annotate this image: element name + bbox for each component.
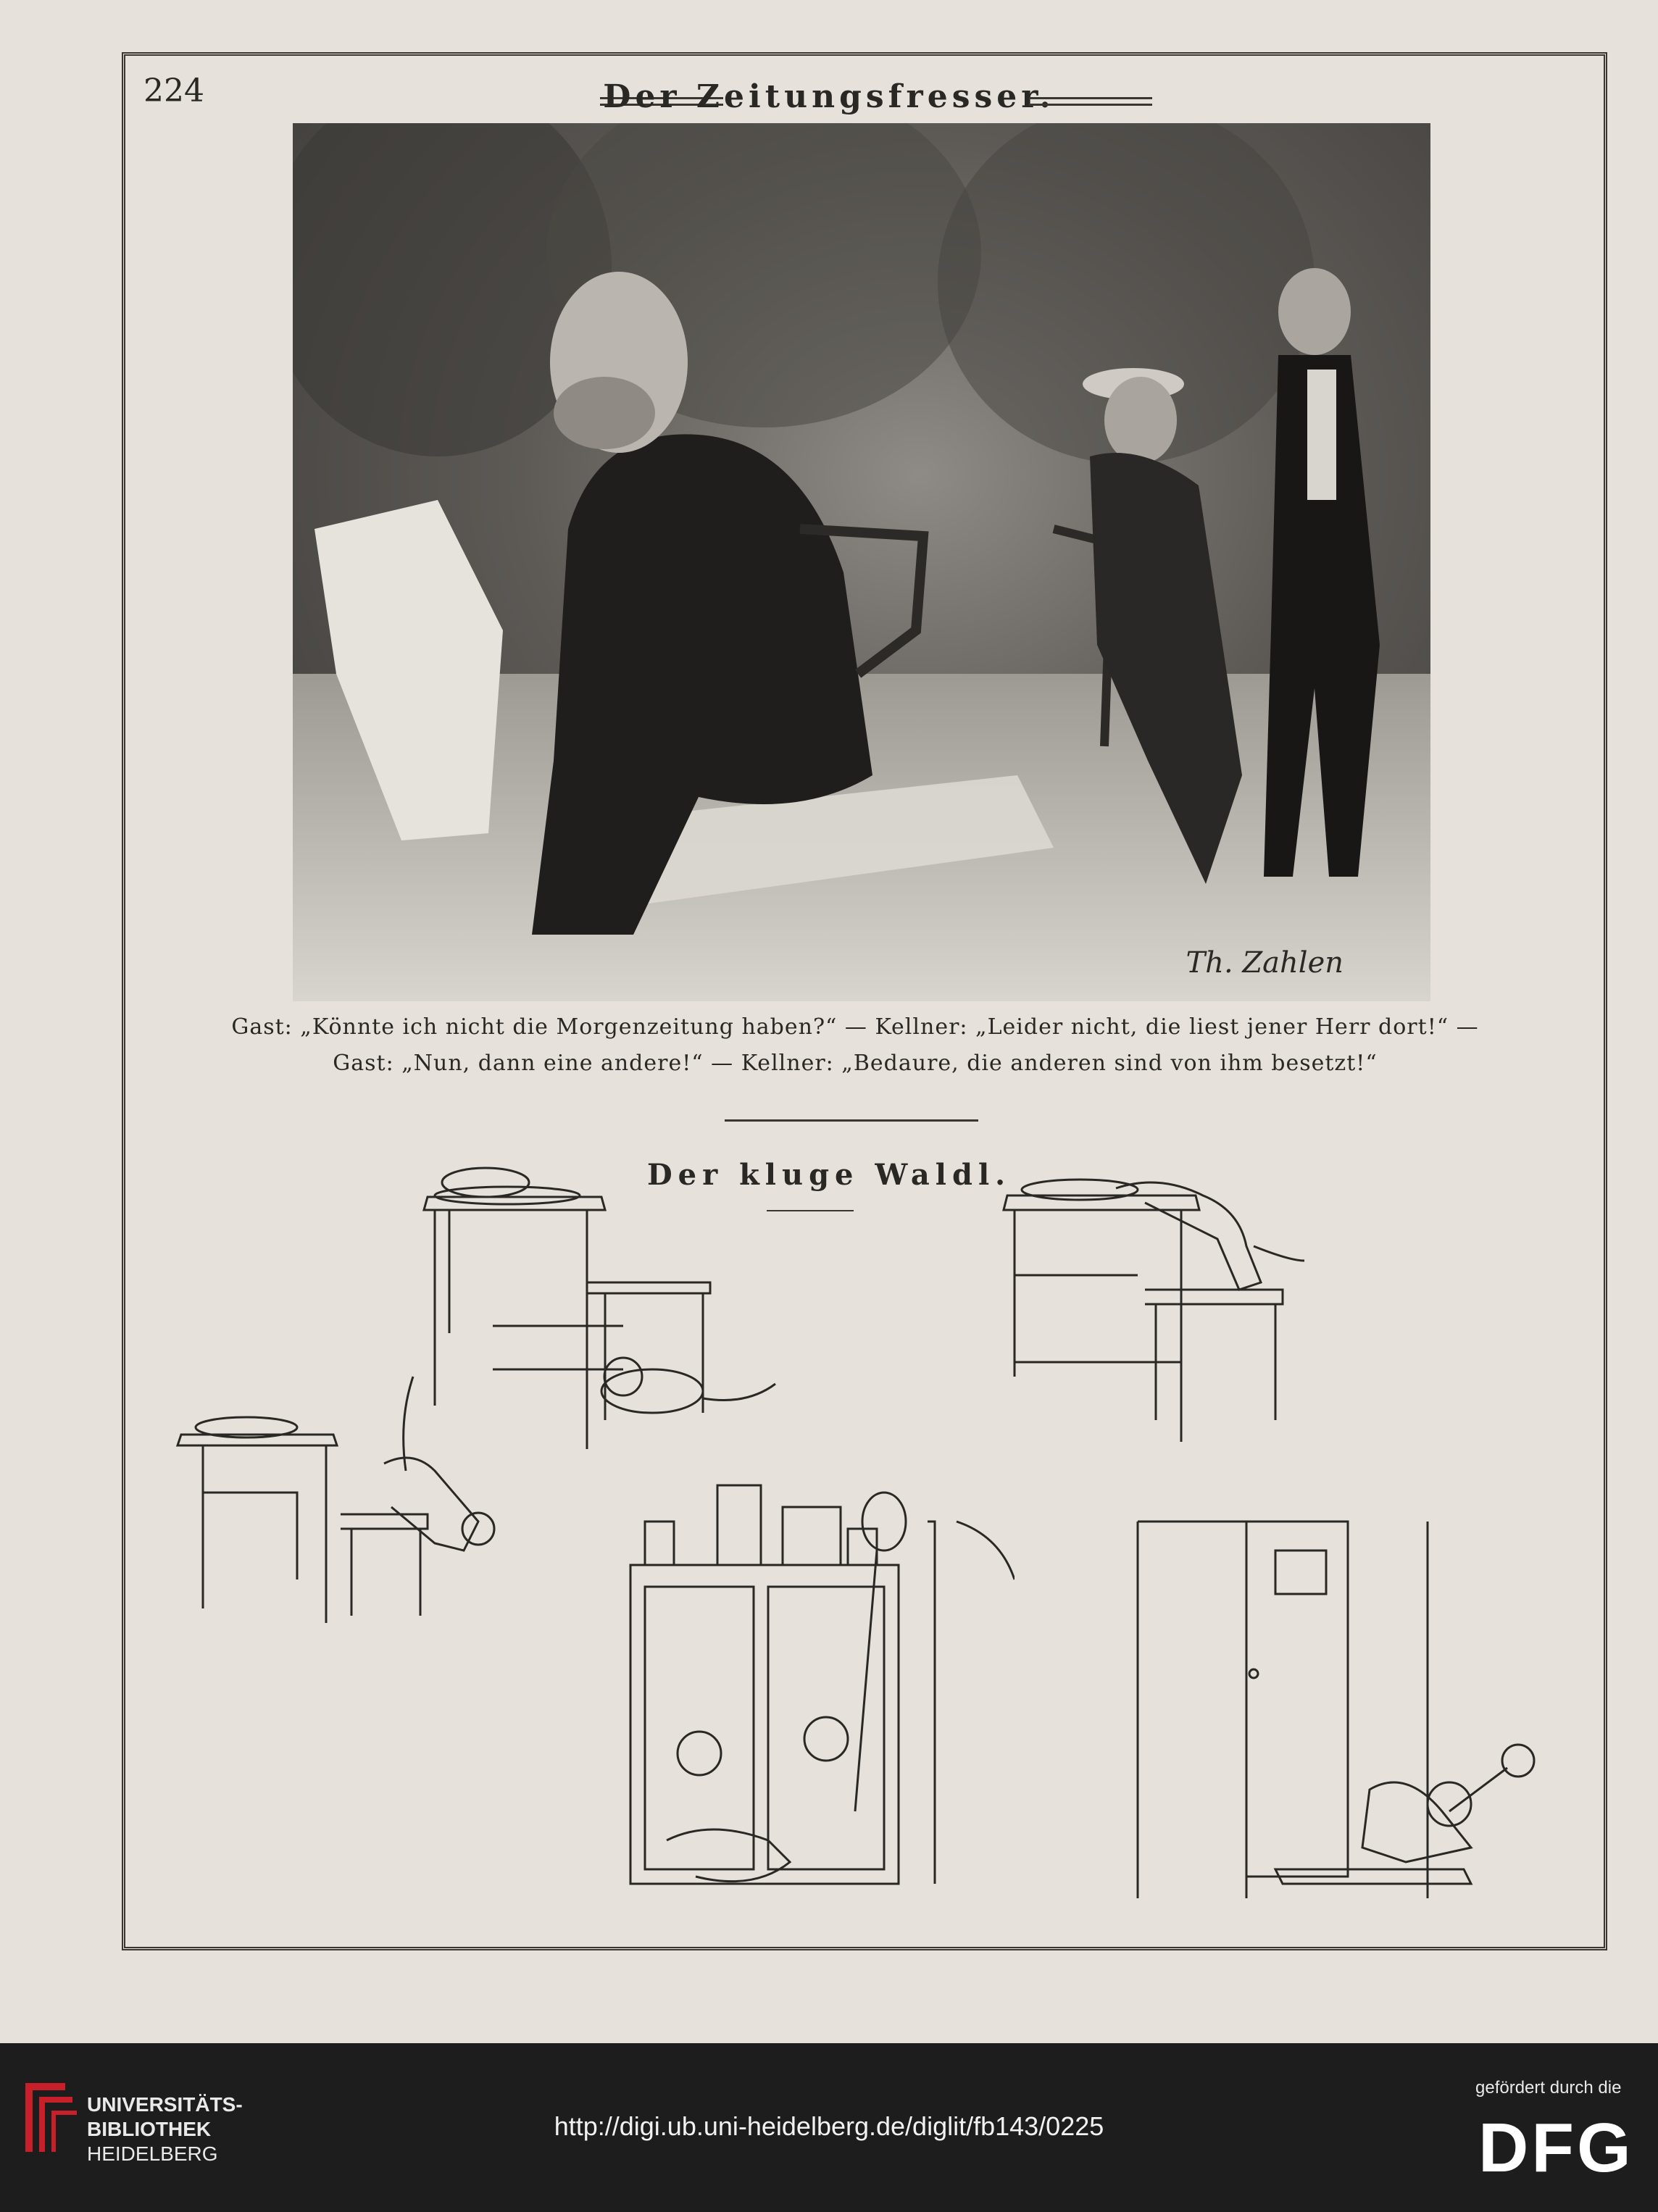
university-library-name: UNIVERSITÄTS- BIBLIOTHEK HEIDELBERG — [87, 2092, 243, 2166]
caption-line-2: Gast: „Nun, dann eine andere!“ — Kellner… — [333, 1051, 1378, 1076]
university-library-logo-icon — [25, 2083, 77, 2152]
library-line-1: UNIVERSITÄTS- — [87, 2093, 243, 2116]
page-number: 224 — [143, 72, 204, 109]
title-ornament — [767, 1210, 854, 1211]
header-ornament-right — [1029, 97, 1152, 106]
painting-signature: Th. Zahlen — [1186, 946, 1344, 980]
cartoon-panel-3 — [175, 1376, 496, 1623]
cartoon-panel-4 — [629, 1484, 1015, 1885]
cartoon-title: Der kluge Waldl. — [646, 1158, 1012, 1192]
page-border — [122, 52, 1607, 1950]
footer-bar — [0, 2043, 1658, 2212]
cartoon-panel-1 — [422, 1166, 776, 1449]
library-line-3: HEIDELBERG — [87, 2142, 218, 2165]
scanned-page: 224 Der Zeitungsfresser. — [0, 0, 1658, 2043]
newspaper-painting: Th. Zahlen — [293, 123, 1430, 1001]
page-title: Der Zeitungsfresser. — [603, 78, 1055, 115]
section-divider — [725, 1119, 978, 1122]
permalink-url[interactable]: http://digi.ub.uni-heidelberg.de/diglit/… — [554, 2111, 1104, 2141]
cartoon-panel-2 — [1002, 1178, 1304, 1442]
library-line-2: BIBLIOTHEK — [87, 2118, 212, 2140]
painting-figures — [293, 123, 1380, 935]
dfg-logo: DFG — [1478, 2109, 1634, 2187]
cartoon-panel-5 — [1136, 1520, 1536, 1898]
header-ornament-left — [600, 97, 723, 106]
funding-label: gefördert durch die — [1475, 2078, 1622, 2098]
caption-line-1: Gast: „Könnte ich nicht die Morgenzeitun… — [231, 1014, 1479, 1040]
